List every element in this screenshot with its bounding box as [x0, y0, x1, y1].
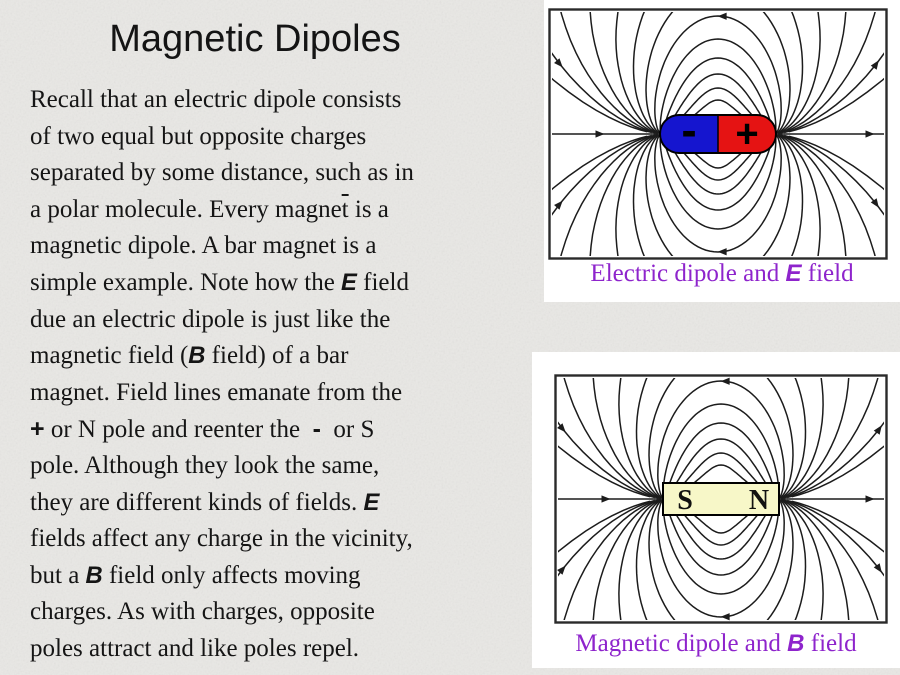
text-run: magnetic dipole. A bar magnet is a	[30, 232, 377, 260]
text-run: magnetic field (	[30, 342, 189, 370]
text-run: -	[312, 415, 321, 444]
text-run: t	[341, 195, 349, 223]
body-line: a polar molecule. Every magnet is a	[30, 192, 545, 229]
figure-caption-magnetic: Magnetic dipole and B field	[532, 630, 900, 658]
figure-caption-electric: Electric dipole and E field	[544, 260, 900, 288]
text-run: charges. As with charges, opposite	[30, 598, 375, 626]
text-run: or S	[320, 416, 375, 444]
text-run: Recall that an electric dipole consists	[30, 86, 402, 113]
text-run: B	[188, 342, 206, 370]
body-line: + or N pole and reenter the - or S	[30, 411, 545, 448]
body-line: but a B field only affects moving	[30, 558, 545, 595]
text-run: a polar molecule. Every magne	[30, 195, 342, 223]
text-run: field	[801, 260, 854, 287]
text-run: field	[804, 630, 857, 657]
text-run: field) of a bar	[205, 342, 349, 370]
north-pole-label: N	[749, 485, 769, 516]
body-line: magnet. Field lines emanate from the	[30, 375, 545, 412]
text-run: due an electric dipole is just like the	[30, 305, 391, 333]
body-line: due an electric dipole is just like the	[30, 302, 545, 339]
south-pole-label: S	[677, 485, 693, 516]
negative-pole-label: -	[681, 104, 696, 156]
body-line: poles attract and like poles repel.	[30, 631, 545, 668]
slide-title: Magnetic Dipoles	[109, 18, 401, 60]
text-run: Magnetic dipole and	[575, 630, 788, 657]
body-text: Recall that an electric dipole consists o…	[30, 82, 545, 668]
text-run: but a	[30, 561, 86, 589]
body-line: of two equal but opposite charges	[30, 119, 545, 156]
text-run: magnet. Field lines emanate from the	[30, 378, 403, 406]
text-run: simple example. Note how the	[30, 268, 342, 296]
text-run: +	[30, 415, 45, 444]
text-run: E	[363, 488, 380, 516]
text-run: field only affects moving	[102, 561, 361, 589]
body-line: separated by some distance, such as in	[30, 155, 545, 192]
text-run: Electric dipole and	[590, 260, 786, 287]
body-line: pole. Although they look the same,	[30, 448, 545, 485]
text-run: field	[356, 268, 409, 296]
body-line: they are different kinds of fields. E	[30, 485, 545, 522]
text-run: is a	[348, 195, 389, 223]
text-run: pole. Although they look the same,	[30, 451, 380, 479]
text-run: separated by some distance, such as in	[30, 159, 414, 187]
text-run: E	[785, 260, 802, 287]
text-run: E	[341, 268, 357, 296]
body-line: charges. As with charges, opposite	[30, 594, 545, 631]
body-line: magnetic dipole. A bar magnet is a	[30, 228, 545, 265]
body-line: magnetic field (B field) of a bar	[30, 338, 545, 375]
positive-pole-label: +	[735, 112, 758, 156]
body-line: simple example. Note how the E field	[30, 265, 545, 302]
text-run: of two equal but opposite charges	[30, 122, 367, 150]
text-run: B	[85, 561, 103, 589]
text-run: they are different kinds of fields.	[30, 488, 364, 516]
electric-dipole-diagram: -+	[548, 8, 888, 260]
body-line: Recall that an electric dipole consists	[30, 82, 545, 119]
text-run: fields affect any charge in the vicinity…	[30, 525, 413, 553]
body-line: fields affect any charge in the vicinity…	[30, 521, 545, 558]
text-run: or N pole and reenter the	[44, 416, 313, 444]
text-run: B	[787, 630, 805, 657]
text-run: poles attract and like poles repel.	[30, 634, 360, 662]
figure-electric-dipole: -+ Electric dipole and E field	[544, 0, 900, 302]
